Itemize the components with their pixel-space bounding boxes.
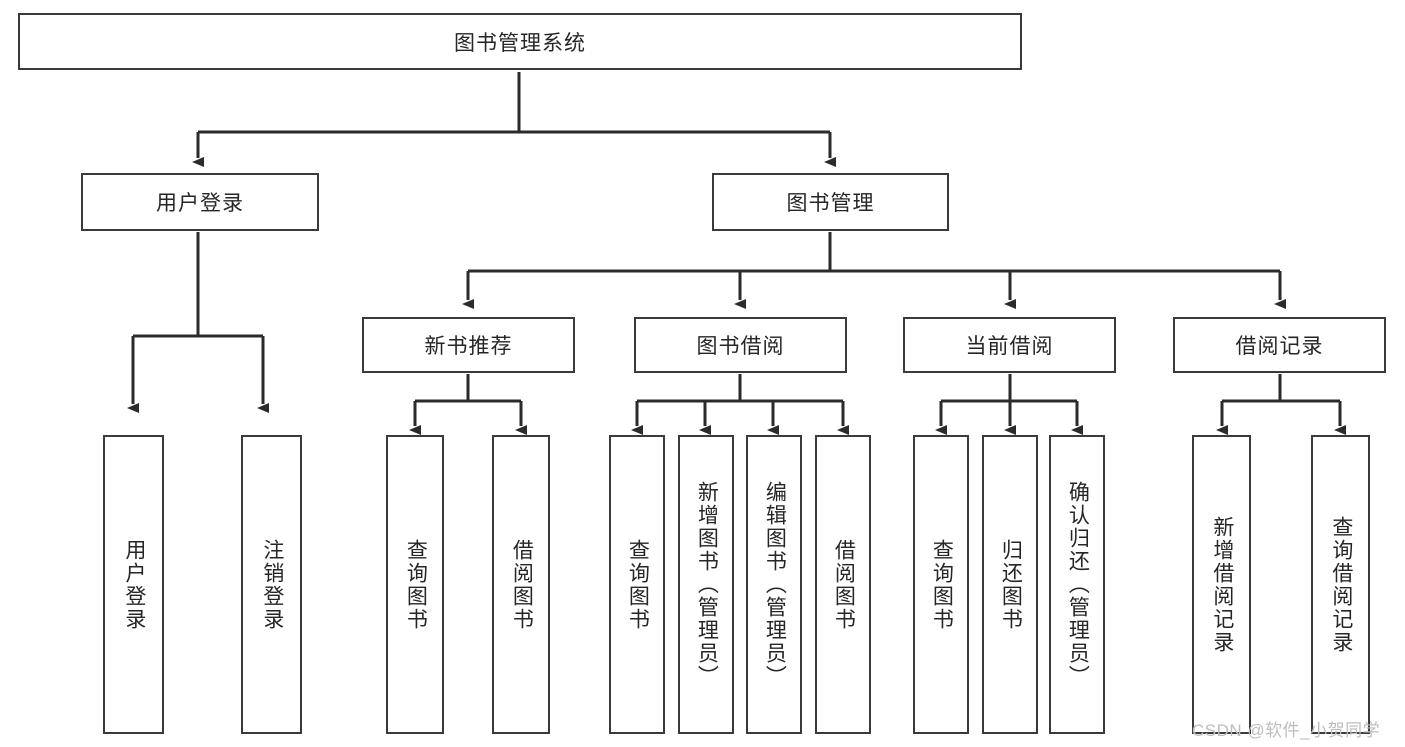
leaf-borrow-add-book-admin[interactable]: 新增图书（管理员）: [678, 435, 734, 734]
leaf-borrow-borrow-book[interactable]: 借阅图书: [815, 435, 871, 734]
node-label: 查询图书: [626, 538, 650, 631]
node-label: 确认归还（管理员）: [1066, 481, 1090, 688]
leaf-new-book-borrow-book[interactable]: 借阅图书: [492, 435, 550, 734]
leaf-current-query-book[interactable]: 查询图书: [913, 435, 969, 734]
node-label: 归还图书: [999, 538, 1023, 631]
node-label: 用户登录: [122, 538, 146, 631]
node-label: 当前借阅: [965, 335, 1054, 358]
node-label: 新增图书（管理员）: [695, 481, 719, 688]
leaf-record-add-borrow-record[interactable]: 新增借阅记录: [1192, 435, 1251, 734]
node-label: 用户登录: [156, 192, 244, 215]
node-label: 借阅记录: [1235, 335, 1324, 358]
leaf-borrow-query-book[interactable]: 查询图书: [609, 435, 665, 734]
node-label: 图书借阅: [696, 335, 785, 358]
node-label: 新增借阅记录: [1210, 515, 1234, 654]
leaf-new-book-query-book[interactable]: 查询图书: [386, 435, 444, 734]
node-label: 查询图书: [404, 538, 428, 631]
node-label: 图书管理: [786, 192, 875, 215]
node-root-library-system[interactable]: 图书管理系统: [18, 13, 1022, 70]
node-borrow-record[interactable]: 借阅记录: [1173, 317, 1386, 373]
node-label: 借阅图书: [510, 538, 534, 631]
node-current-borrow[interactable]: 当前借阅: [903, 317, 1116, 373]
node-label: 查询图书: [930, 538, 954, 631]
node-user-login[interactable]: 用户登录: [81, 173, 319, 231]
node-label: 新书推荐: [424, 335, 513, 358]
node-label: 编辑图书（管理员）: [763, 481, 787, 688]
leaf-record-query-borrow-record[interactable]: 查询借阅记录: [1311, 435, 1370, 734]
node-book-borrow[interactable]: 图书借阅: [634, 317, 847, 373]
node-label: 查询借阅记录: [1329, 515, 1353, 654]
node-label: 图书管理系统: [454, 31, 586, 55]
leaf-current-return-book[interactable]: 归还图书: [982, 435, 1038, 734]
leaf-user-login-login[interactable]: 用户登录: [103, 435, 164, 734]
node-book-management[interactable]: 图书管理: [712, 173, 949, 231]
leaf-current-confirm-return-admin[interactable]: 确认归还（管理员）: [1049, 435, 1105, 734]
node-label: 注销登录: [260, 538, 284, 631]
node-new-book-recommend[interactable]: 新书推荐: [362, 317, 575, 373]
leaf-borrow-edit-book-admin[interactable]: 编辑图书（管理员）: [746, 435, 802, 734]
leaf-user-login-logout[interactable]: 注销登录: [241, 435, 302, 734]
node-label: 借阅图书: [832, 538, 856, 631]
